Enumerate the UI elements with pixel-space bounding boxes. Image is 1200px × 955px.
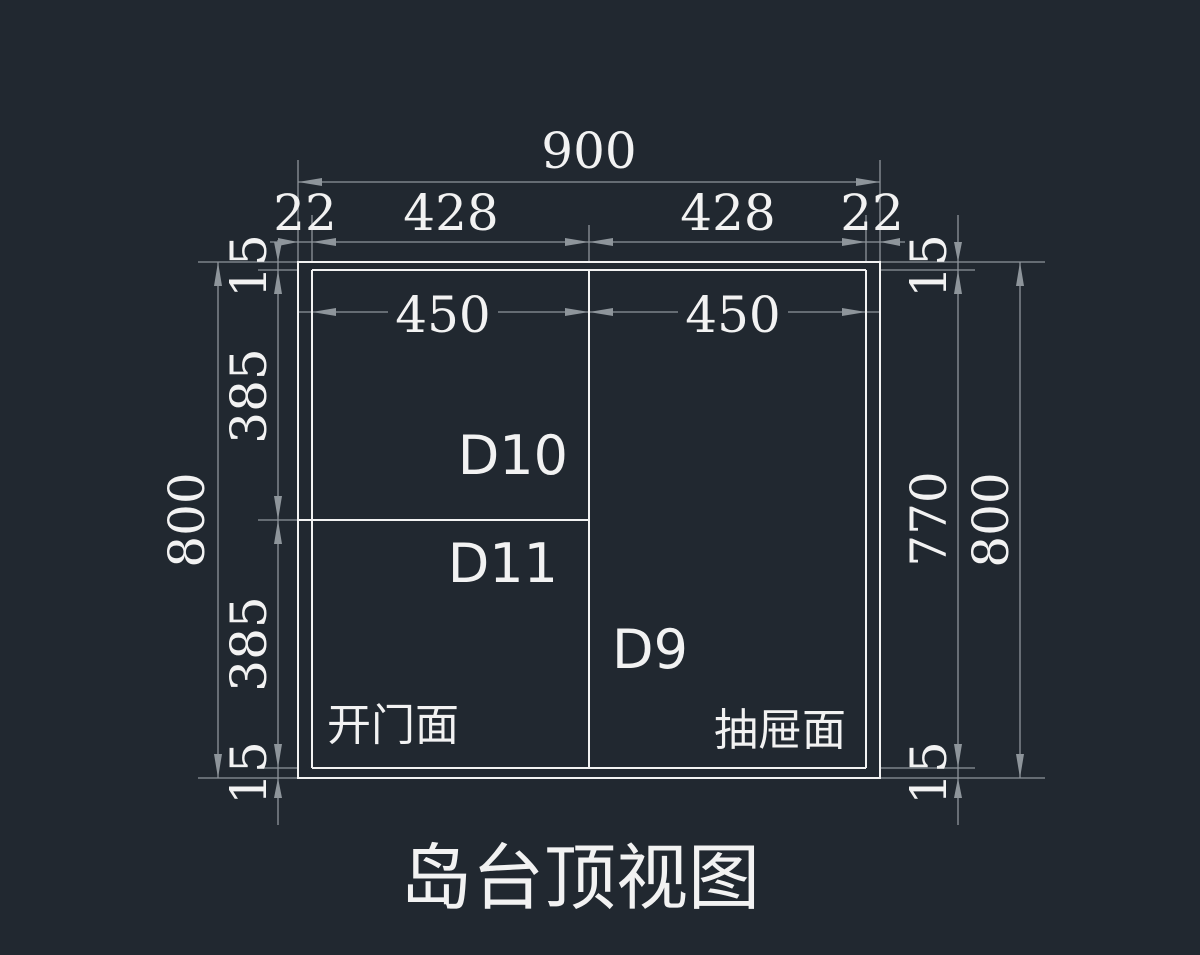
- dim-top-right-edge: 22: [840, 184, 904, 242]
- face-label-door: 开门面: [327, 700, 459, 751]
- dim-right-bottom-edge: 15: [900, 741, 958, 805]
- dim-inner-left: 450: [395, 286, 490, 344]
- dim-right-total: 800: [962, 472, 1020, 567]
- cabinet-outline: [297, 261, 881, 779]
- panel-label-d9: D9: [612, 618, 688, 681]
- dim-right-inner: 770: [900, 471, 958, 566]
- dim-left-lower: 385: [220, 596, 278, 691]
- face-label-drawer: 抽屉面: [714, 705, 846, 756]
- dim-inner-right: 450: [685, 286, 780, 344]
- dim-left-bottom-edge: 15: [220, 741, 278, 805]
- dim-top-left-edge: 22: [273, 184, 337, 242]
- dim-total-width: 900: [541, 122, 636, 180]
- panel-label-d11: D11: [448, 532, 558, 595]
- panel-label-d10: D10: [458, 424, 568, 487]
- dim-top-right-span: 428: [680, 184, 775, 242]
- dim-left-top-edge: 15: [220, 234, 278, 298]
- dim-top-left-span: 428: [403, 184, 498, 242]
- drawing-title: 岛台顶视图: [400, 836, 760, 920]
- dim-left-total: 800: [158, 472, 216, 567]
- dim-right-top-edge: 15: [900, 234, 958, 298]
- dim-left-upper: 385: [220, 348, 278, 443]
- dimension-arrows: [214, 178, 1024, 798]
